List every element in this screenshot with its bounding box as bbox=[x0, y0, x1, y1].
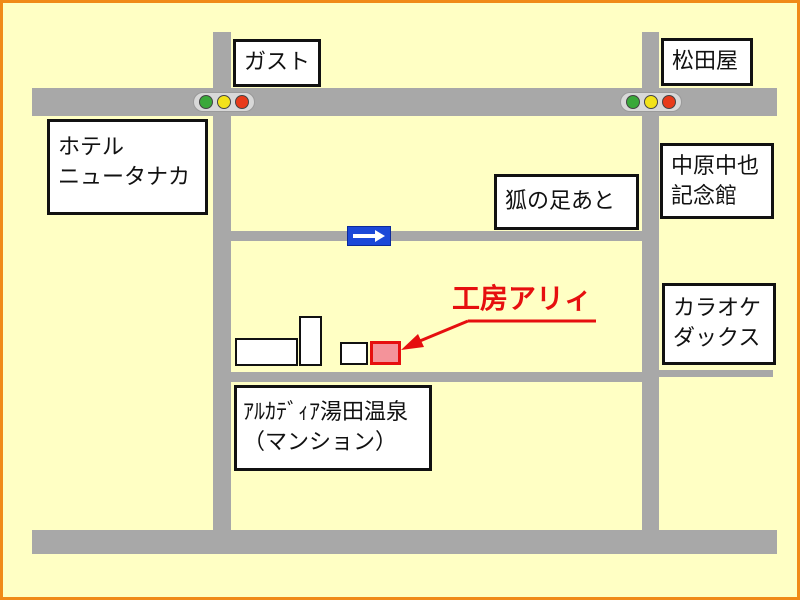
road-bottom-horizontal bbox=[32, 530, 777, 554]
road-right-stub bbox=[659, 370, 773, 377]
red-lamp-icon bbox=[235, 95, 249, 109]
label-karaoke-line2: ダックス bbox=[673, 326, 761, 351]
arrow-shaft bbox=[414, 319, 469, 345]
road-right-vertical bbox=[642, 32, 659, 532]
traffic-light-icon bbox=[620, 92, 682, 112]
label-arcadia-line2: （マンション） bbox=[243, 430, 398, 455]
traffic-light-icon bbox=[193, 92, 255, 112]
label-arcadia-mansion: ｱﾙｶﾃﾞｨｱ湯田温泉 （マンション） bbox=[234, 385, 432, 471]
label-gusto: ガスト bbox=[233, 39, 321, 87]
label-karaoke-dax: カラオケ ダックス bbox=[662, 283, 776, 365]
label-karaoke-line1: カラオケ bbox=[673, 296, 762, 321]
shop-name-label: 工房アリィ bbox=[452, 282, 593, 315]
label-arcadia-line1: ｱﾙｶﾃﾞｨｱ湯田温泉 bbox=[243, 400, 409, 425]
label-nakahara-line2: 記念館 bbox=[671, 184, 738, 209]
red-lamp-icon bbox=[662, 95, 676, 109]
shop-location-marker[interactable] bbox=[370, 341, 401, 365]
road-left-vertical bbox=[213, 32, 231, 532]
building-block bbox=[340, 342, 368, 365]
yellow-lamp-icon bbox=[217, 95, 231, 109]
green-lamp-icon bbox=[626, 95, 640, 109]
one-way-arrow-glyph bbox=[353, 230, 385, 242]
building-block bbox=[235, 338, 298, 366]
yellow-lamp-icon bbox=[644, 95, 658, 109]
label-matsudaya-text: 松田屋 bbox=[672, 49, 739, 74]
building-block bbox=[299, 316, 322, 366]
green-lamp-icon bbox=[199, 95, 213, 109]
label-hotel-new-tanaka: ホテル ニュータナカ bbox=[47, 119, 208, 215]
label-hotel-line2: ニュータナカ bbox=[58, 165, 191, 190]
arrow-head bbox=[401, 334, 424, 350]
label-kitsune-text: 狐の足あと bbox=[505, 189, 616, 214]
road-lower-horizontal bbox=[231, 372, 642, 382]
one-way-arrow-icon bbox=[347, 226, 391, 246]
label-nakahara-line1: 中原中也 bbox=[671, 154, 760, 179]
road-middle-horizontal bbox=[231, 231, 642, 241]
label-matsudaya: 松田屋 bbox=[661, 38, 753, 86]
label-hotel-line1: ホテル bbox=[58, 135, 125, 160]
label-nakahara-chuya-museum: 中原中也 記念館 bbox=[660, 143, 774, 219]
label-kitsune-no-ashiato: 狐の足あと bbox=[494, 174, 639, 230]
label-gusto-text: ガスト bbox=[244, 50, 311, 75]
